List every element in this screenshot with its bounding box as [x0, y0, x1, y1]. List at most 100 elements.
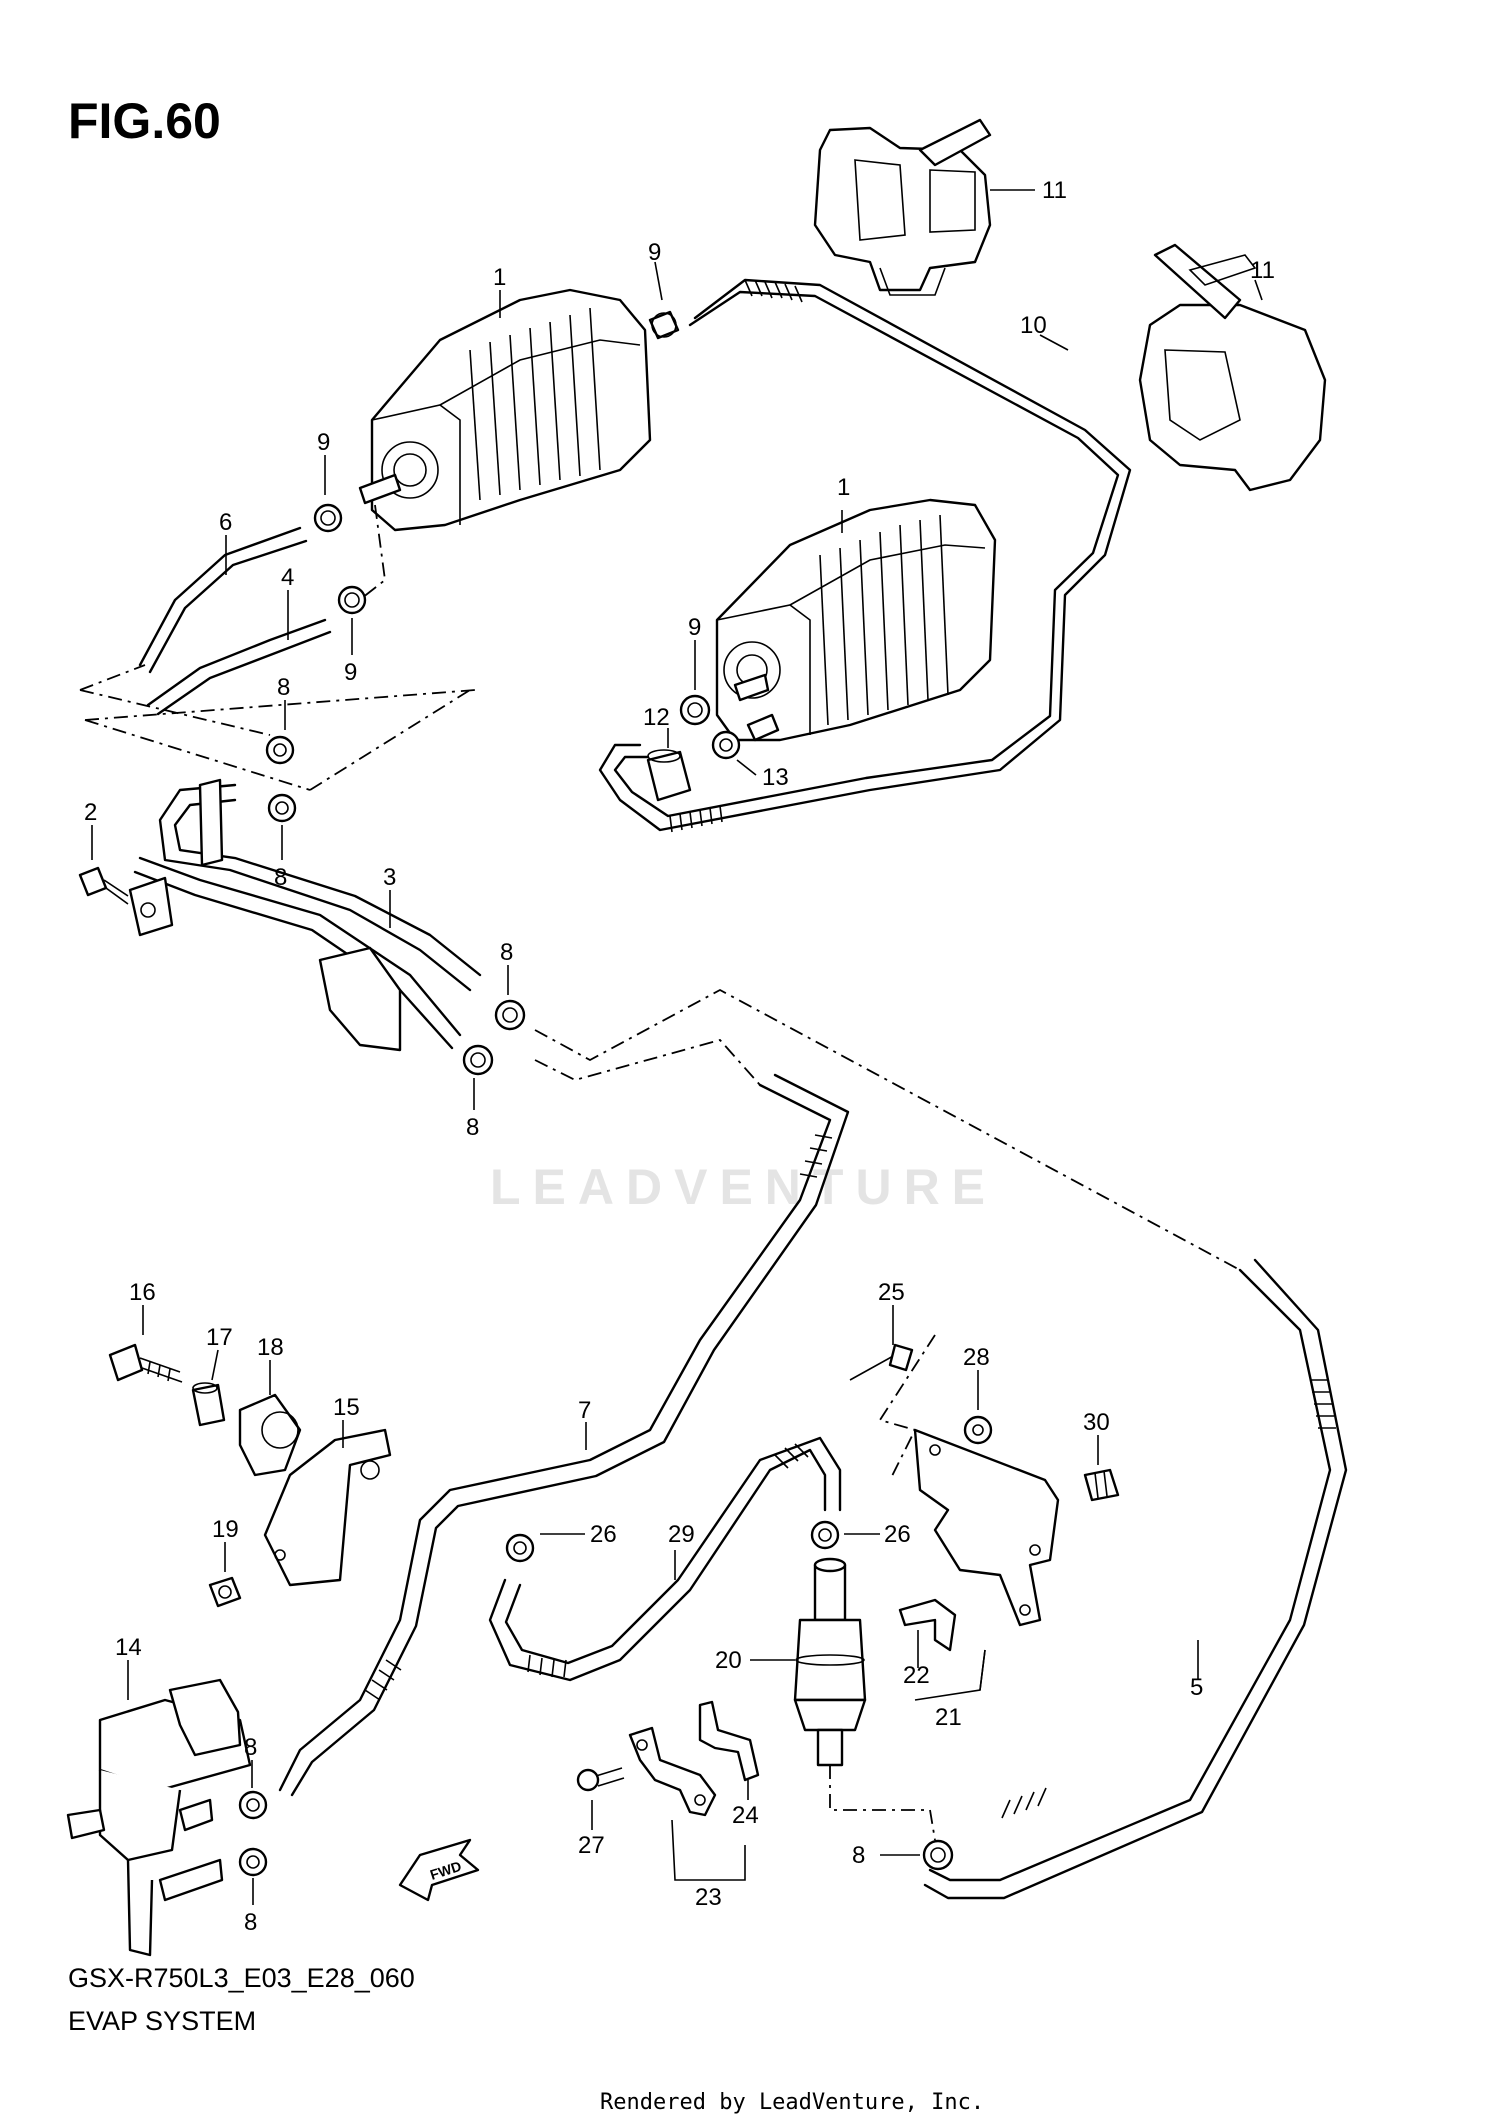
callout-8[interactable]: 8 — [277, 674, 290, 701]
callout-24[interactable]: 24 — [732, 1802, 759, 1829]
washer-28[interactable] — [963, 1415, 993, 1445]
callout-11[interactable]: 11 — [1250, 257, 1275, 284]
hose-clamp-9-top[interactable] — [648, 310, 680, 340]
clamp-11-right[interactable] — [1138, 243, 1327, 492]
callout-14[interactable]: 14 — [115, 1634, 142, 1661]
cushion-30[interactable] — [1083, 1468, 1120, 1502]
callout-20[interactable]: 20 — [715, 1647, 742, 1674]
hose-clamp-8-c[interactable] — [494, 999, 526, 1031]
callout-11[interactable]: 11 — [1042, 177, 1067, 204]
callout-25[interactable]: 25 — [878, 1279, 905, 1306]
hose-clamp-8-f[interactable] — [238, 1847, 268, 1877]
hose-29[interactable] — [488, 1436, 842, 1682]
hose-clamp-9-left-upper[interactable] — [313, 503, 343, 533]
callout-17[interactable]: 17 — [206, 1324, 233, 1351]
callout-28[interactable]: 28 — [963, 1344, 990, 1371]
hose-clamp-26-right[interactable] — [810, 1520, 840, 1550]
bracket-15[interactable] — [263, 1428, 392, 1587]
hose-5[interactable] — [923, 1258, 1348, 1900]
callout-6[interactable]: 6 — [219, 509, 232, 536]
clamp-11-upper[interactable] — [813, 118, 992, 296]
callout-4[interactable]: 4 — [281, 564, 294, 591]
callout-8[interactable]: 8 — [244, 1909, 257, 1936]
hose-clamp-8-a[interactable] — [265, 735, 295, 765]
routing-line-7 — [534, 1038, 761, 1086]
callout-13[interactable]: 13 — [762, 764, 789, 791]
hose-6[interactable] — [138, 526, 308, 674]
hose-clamp-8-g[interactable] — [922, 1839, 954, 1871]
screw-27[interactable] — [576, 1767, 625, 1792]
callout-2[interactable]: 2 — [84, 799, 97, 826]
hose-10[interactable] — [598, 278, 1132, 832]
callout-1[interactable]: 1 — [837, 474, 850, 501]
hose-clamp-8-e[interactable] — [238, 1790, 268, 1820]
clamp-23[interactable] — [628, 1726, 717, 1817]
assembly-line-valve — [829, 1765, 936, 1841]
collar-17[interactable] — [191, 1382, 226, 1427]
callout-8[interactable]: 8 — [274, 864, 287, 891]
callout-26[interactable]: 26 — [590, 1521, 617, 1548]
leader-11b — [1254, 279, 1263, 301]
callout-12[interactable]: 12 — [643, 704, 670, 731]
clip-22[interactable] — [898, 1598, 957, 1652]
routing-line-5 — [534, 988, 1241, 1271]
callout-29[interactable]: 29 — [668, 1521, 695, 1548]
callout-8[interactable]: 8 — [244, 1734, 257, 1761]
leader-21-bracket-line — [914, 1649, 986, 1701]
cushion-18[interactable] — [238, 1393, 302, 1477]
model-code: GSX-R750L3_E03_E28_060 — [68, 1963, 415, 1993]
leader-17 — [211, 1349, 219, 1381]
purge-control-solenoid-valve-14[interactable] — [66, 1678, 252, 1957]
callout-21[interactable]: 21 — [935, 1704, 962, 1731]
hose-clamp-8-d[interactable] — [462, 1044, 494, 1076]
callout-23[interactable]: 23 — [695, 1884, 722, 1911]
callout-8[interactable]: 8 — [500, 939, 513, 966]
callout-15[interactable]: 15 — [333, 1394, 360, 1421]
rivet-25[interactable] — [849, 1343, 914, 1381]
canister-1-upper[interactable] — [358, 288, 652, 532]
bracket-21[interactable] — [913, 1428, 1060, 1627]
hose-clamp-13[interactable] — [711, 730, 741, 760]
hose-clamp-26-left[interactable] — [505, 1533, 535, 1563]
render-credit: Rendered by LeadVenture, Inc. — [600, 2090, 985, 2115]
callout-9[interactable]: 9 — [648, 239, 661, 266]
clamp-24[interactable] — [698, 1700, 760, 1782]
callout-18[interactable]: 18 — [257, 1334, 284, 1361]
callout-30[interactable]: 30 — [1083, 1409, 1110, 1436]
hose-5-spring-guard — [1001, 1379, 1336, 1819]
callout-26[interactable]: 26 — [884, 1521, 911, 1548]
rollover-valve-20[interactable] — [793, 1557, 867, 1767]
hose-clamp-9-lower-canister[interactable] — [679, 694, 711, 726]
callout-9[interactable]: 9 — [317, 429, 330, 456]
callout-22[interactable]: 22 — [903, 1662, 930, 1689]
callout-8[interactable]: 8 — [852, 1842, 865, 1869]
callout-9[interactable]: 9 — [688, 614, 701, 641]
bolt-16[interactable] — [108, 1343, 183, 1383]
assembly-line-rivet — [878, 1334, 936, 1481]
nut-19[interactable] — [208, 1576, 242, 1608]
callout-16[interactable]: 16 — [129, 1279, 156, 1306]
hose-4[interactable] — [146, 618, 332, 716]
hose-7[interactable] — [278, 1073, 850, 1797]
hose-12[interactable] — [646, 749, 692, 802]
hose-clamp-9-left-lower[interactable] — [337, 585, 367, 615]
watermark: LEADVENTURE — [490, 1159, 998, 1215]
pipe-3[interactable] — [128, 778, 482, 1052]
callout-3[interactable]: 3 — [383, 864, 396, 891]
callout-1[interactable]: 1 — [493, 264, 506, 291]
callout-9[interactable]: 9 — [344, 659, 357, 686]
leader-10 — [1039, 334, 1069, 351]
system-name: EVAP SYSTEM — [68, 2006, 257, 2036]
callout-19[interactable]: 19 — [212, 1516, 239, 1543]
leader-13 — [736, 759, 757, 776]
callout-labels: 1 1 2 3 4 5 6 7 8 8 8 8 8 8 8 9 9 9 9 10… — [84, 177, 1275, 1936]
callout-27[interactable]: 27 — [578, 1832, 605, 1859]
bolt-2[interactable] — [78, 866, 129, 905]
callout-8[interactable]: 8 — [466, 1114, 479, 1141]
callout-7[interactable]: 7 — [578, 1397, 591, 1424]
callout-5[interactable]: 5 — [1190, 1674, 1203, 1701]
canister-1-lower[interactable] — [715, 498, 997, 742]
callout-10[interactable]: 10 — [1020, 312, 1047, 339]
hose-clamp-8-b[interactable] — [267, 793, 297, 823]
